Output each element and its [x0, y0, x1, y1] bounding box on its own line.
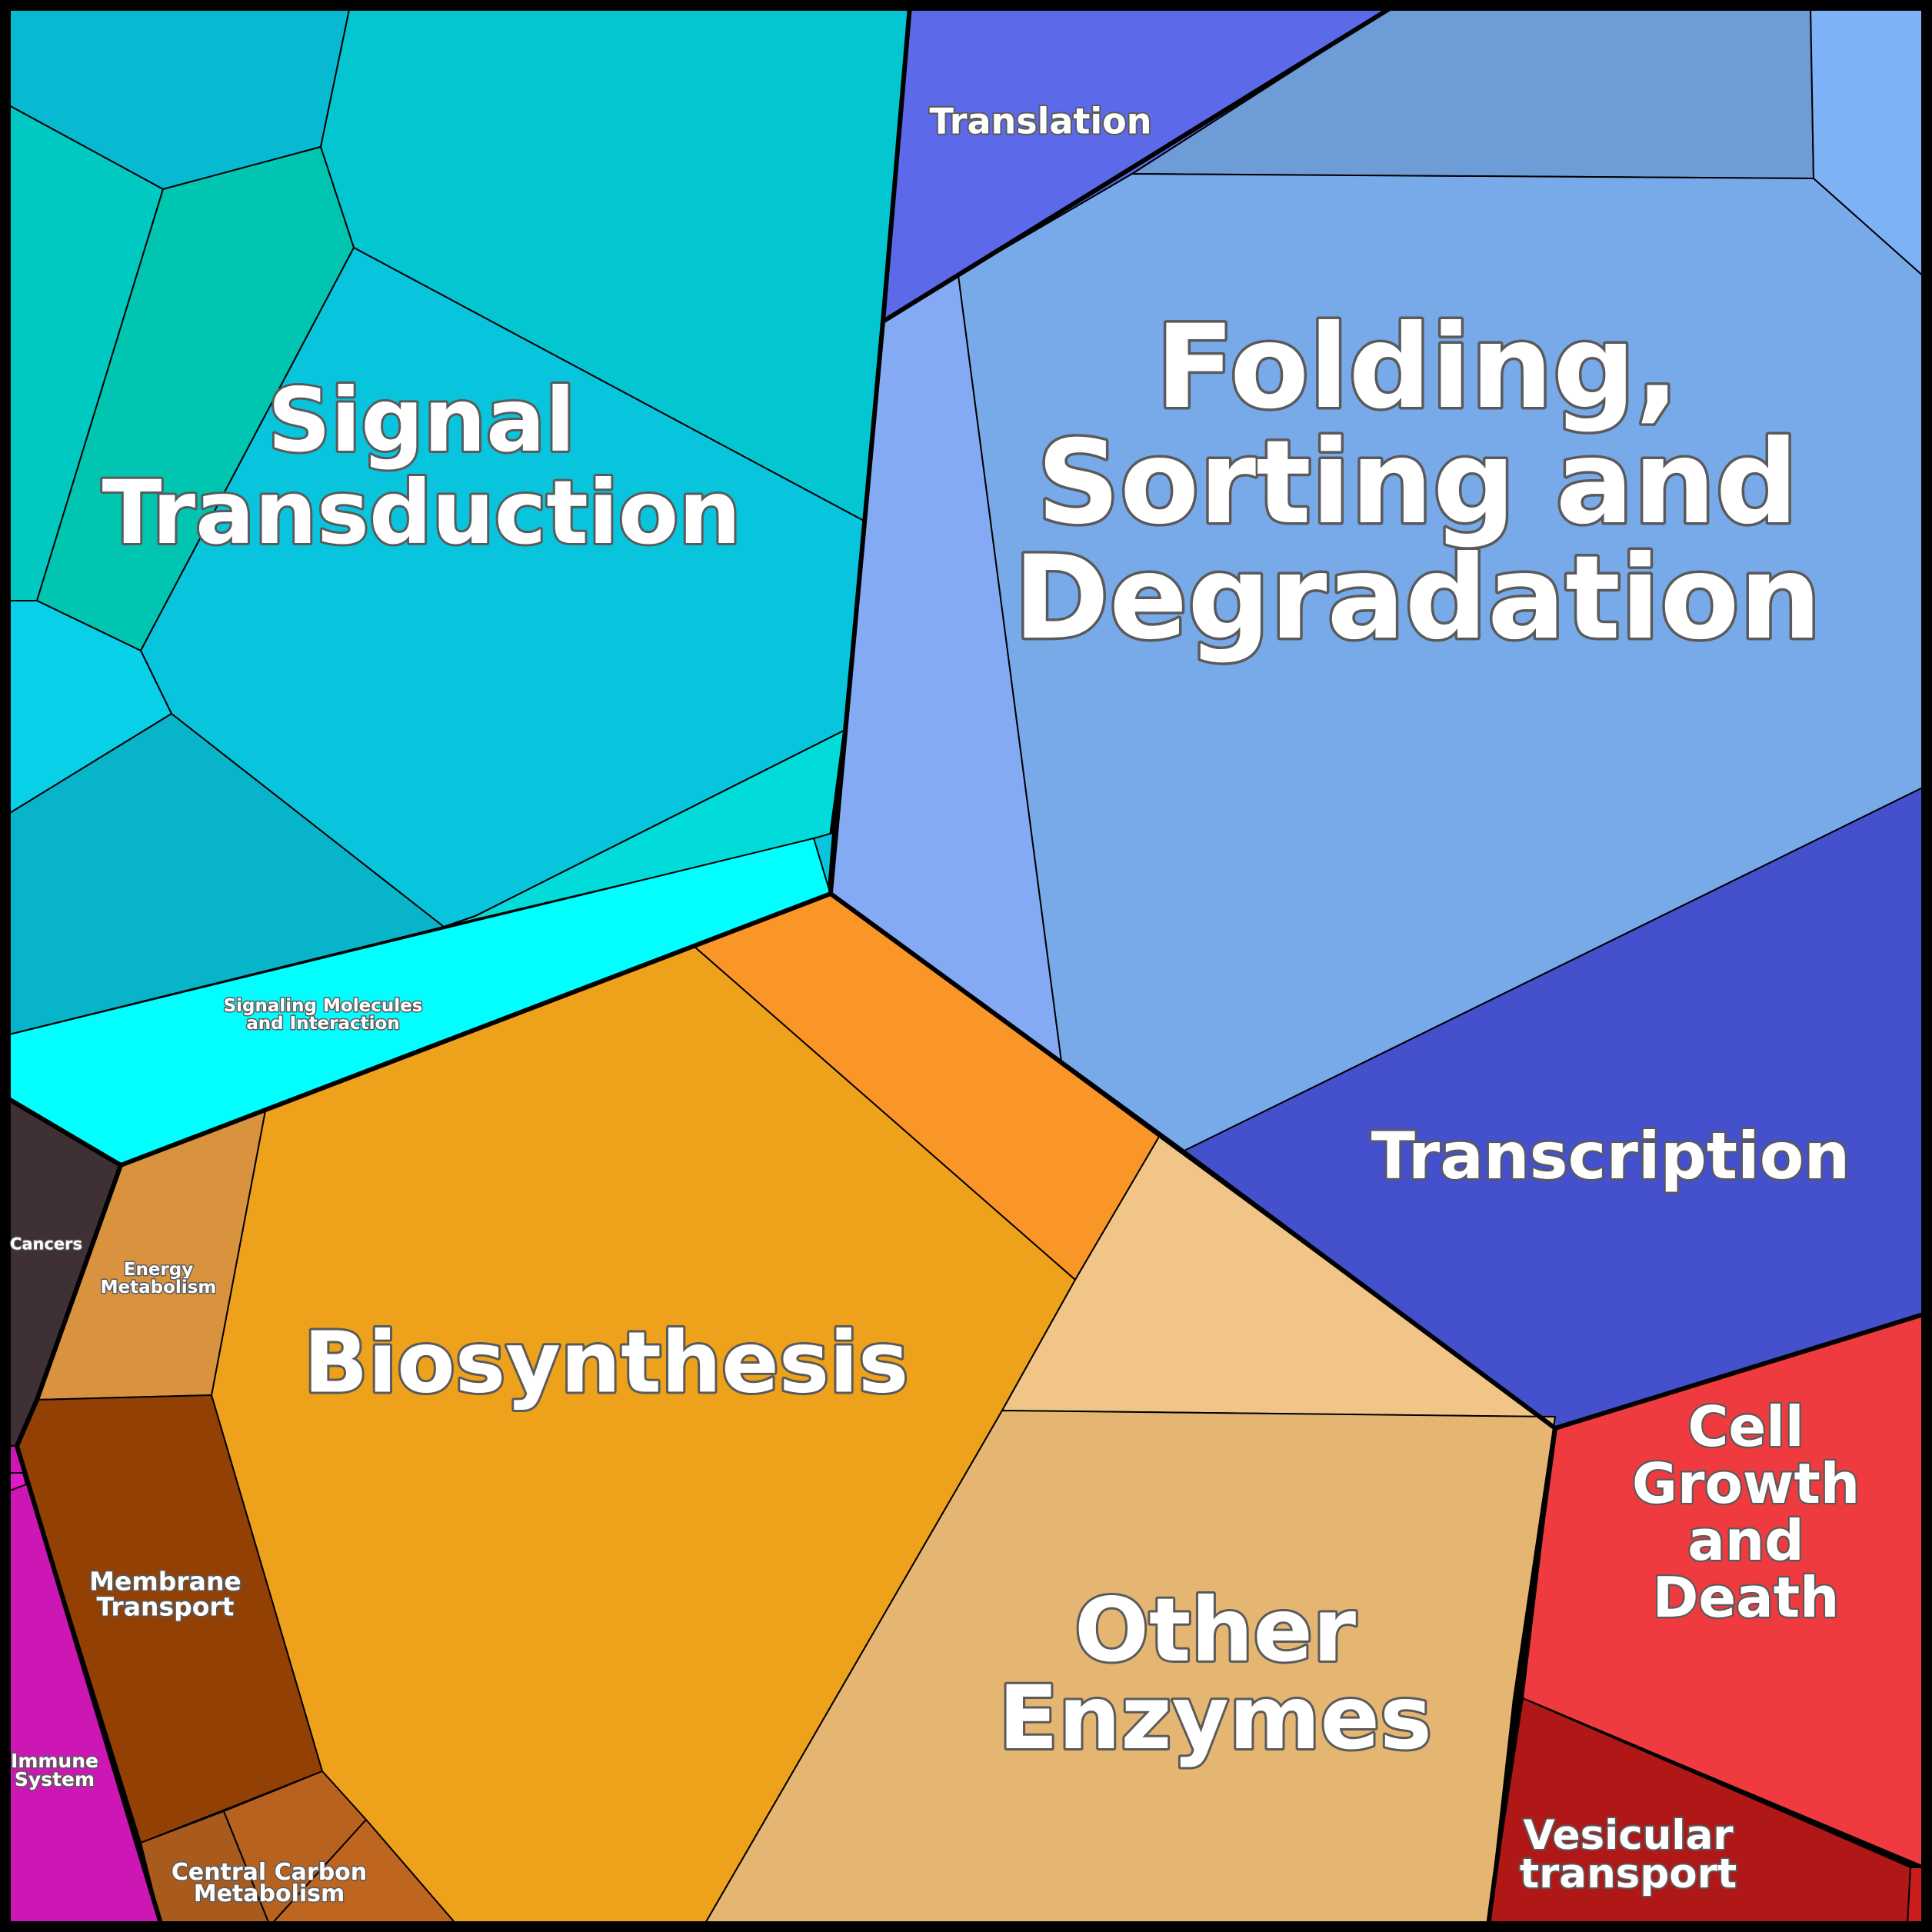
- label-line: transport: [1520, 1850, 1737, 1897]
- label-line: Vesicular: [1524, 1812, 1734, 1859]
- label-line: System: [15, 1768, 95, 1790]
- label-transcription: Transcription: [1371, 1118, 1850, 1194]
- border-signaling-vs-metabolism: [5, 891, 1927, 1431]
- cell-other-enzymes[interactable]: [703, 1410, 1556, 1927]
- label-line: Growth: [1632, 1451, 1860, 1516]
- border-cellular-processes: [1486, 1427, 1557, 1927]
- label-line: Signaling Molecules: [224, 996, 423, 1016]
- label-line: Transduction: [102, 461, 741, 564]
- label-line: Degradation: [1014, 531, 1821, 665]
- label-line: Transcription: [1371, 1118, 1850, 1194]
- label-line: and: [1687, 1508, 1804, 1573]
- label-line: Central Carbon: [172, 1859, 367, 1886]
- label-line: Metabolism: [194, 1880, 345, 1907]
- label-translation: Translation: [929, 101, 1151, 142]
- label-line: and Interaction: [246, 1014, 399, 1034]
- label-cancers: Cancers: [10, 1235, 82, 1254]
- label-line: Immune: [11, 1750, 98, 1772]
- label-line: Energy: [124, 1260, 193, 1280]
- border-translation: [881, 4, 1395, 324]
- label-line: Folding,: [1156, 301, 1680, 435]
- label-line: Sorting and: [1037, 416, 1798, 550]
- group-signal-transduction: [5, 5, 911, 1036]
- label-line: Biosynthesis: [304, 1314, 909, 1412]
- label-line: Death: [1653, 1565, 1840, 1630]
- label-line: Transport: [97, 1591, 235, 1621]
- label-line: Other: [1074, 1579, 1356, 1681]
- label-line: Membrane: [89, 1566, 242, 1596]
- label-line: Translation: [929, 101, 1151, 142]
- label-line: Enzymes: [998, 1667, 1432, 1769]
- label-line: Cell: [1687, 1394, 1804, 1459]
- label-biosynthesis: Biosynthesis: [304, 1314, 909, 1412]
- group-metabolism: [16, 893, 1556, 1927]
- border-cancers: [15, 1164, 164, 1927]
- label-line: Cancers: [10, 1235, 82, 1254]
- label-line: Signal: [268, 369, 575, 471]
- label-line: Metabolism: [101, 1277, 217, 1297]
